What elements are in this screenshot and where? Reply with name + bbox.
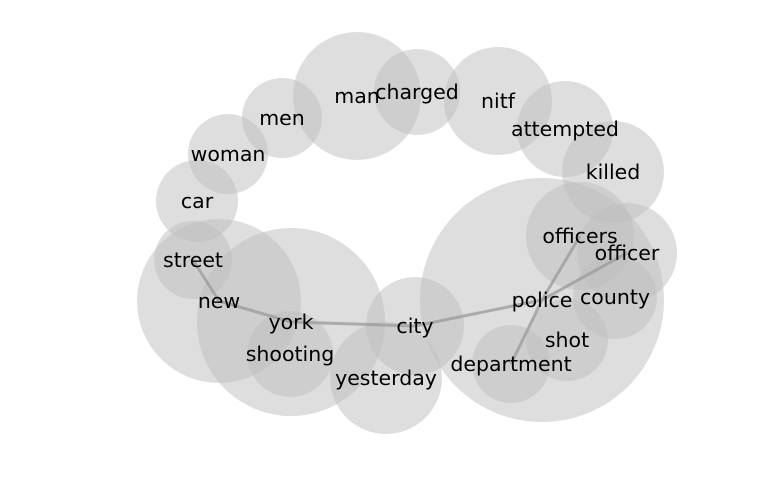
link-city-police: [414, 298, 543, 328]
link-new-york: [218, 299, 292, 324]
word-label-shot: shot: [545, 328, 589, 352]
word-label-new: new: [198, 289, 240, 313]
link-street-new: [191, 259, 221, 302]
word-label-york: york: [269, 310, 314, 334]
link-police-officer: [541, 251, 628, 302]
word-label-woman: woman: [191, 142, 266, 166]
word-label-officer: officer: [595, 241, 660, 265]
word-label-street: street: [163, 248, 223, 272]
word-label-killed: killed: [586, 160, 641, 184]
word-label-attempted: attempted: [511, 117, 619, 141]
link-york-city: [290, 320, 416, 328]
bubble-yesterday: [330, 322, 442, 434]
word-label-car: car: [181, 189, 214, 213]
word-label-department: department: [450, 352, 571, 376]
word-label-city: city: [396, 314, 433, 338]
word-label-shooting: shooting: [246, 342, 335, 366]
link-police-officers: [540, 235, 582, 301]
word-label-county: county: [580, 285, 650, 309]
word-label-charged: charged: [375, 80, 459, 104]
word-label-man: man: [334, 84, 380, 108]
word-label-nitf: nitf: [481, 89, 516, 113]
bubble-shooting: [247, 311, 333, 397]
bubble-charged: [374, 49, 460, 135]
word-label-police: police: [512, 288, 573, 312]
word-label-yesterday: yesterday: [335, 366, 437, 390]
links-layer: [191, 235, 628, 365]
word-label-officers: officers: [542, 224, 617, 248]
word-label-men: men: [259, 106, 305, 130]
link-police-department: [509, 299, 544, 365]
